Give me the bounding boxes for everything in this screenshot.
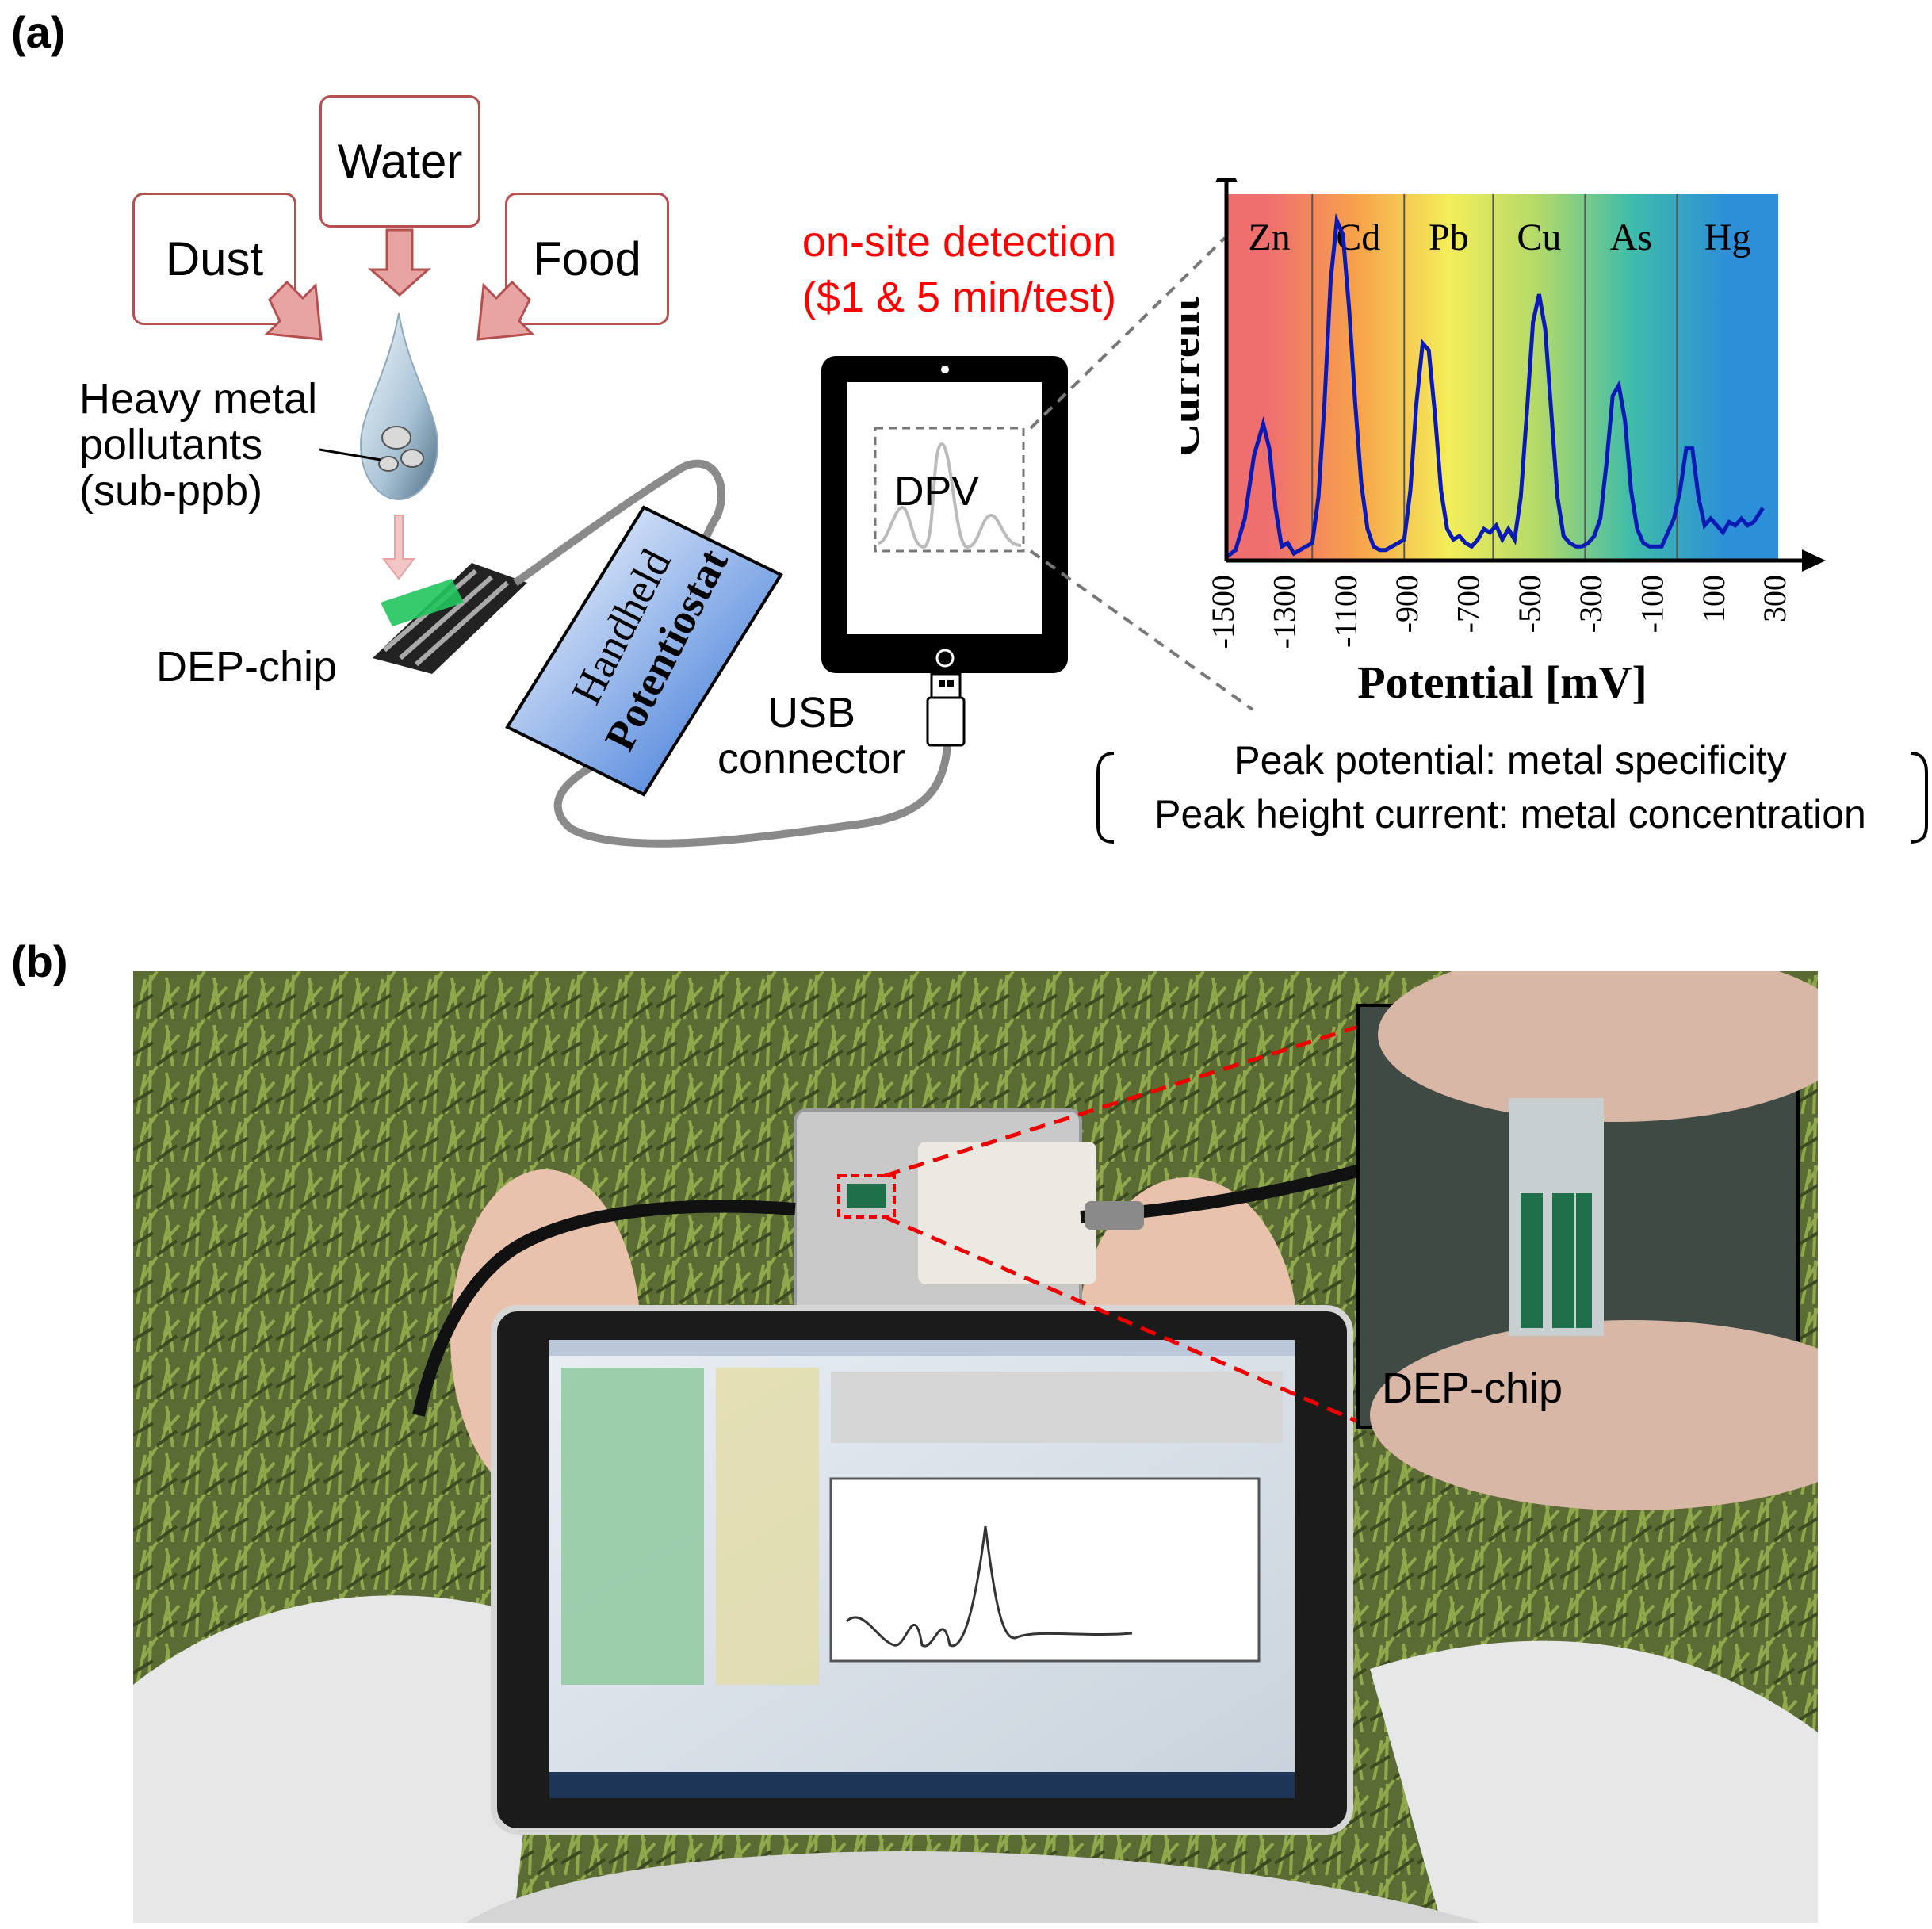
usb-line-1: USB <box>767 689 856 737</box>
device-cover <box>918 1142 1096 1284</box>
detection-line-1: on-site detection <box>801 218 1117 266</box>
field-photo: DEP-chip <box>133 971 1818 1923</box>
app-plot <box>829 1477 1261 1663</box>
x-tick-label: -1300 <box>1267 575 1303 649</box>
field-photo-drawing <box>133 971 1818 1923</box>
x-tick-label: -1100 <box>1328 575 1364 648</box>
chip-in-slot <box>847 1184 886 1208</box>
region-label-as: As <box>1610 216 1652 258</box>
x-tick-label: -100 <box>1635 575 1670 633</box>
source-dust-label: Dust <box>165 232 264 285</box>
tablet-device <box>821 356 1068 673</box>
cable-connector <box>1085 1201 1144 1230</box>
detection-line-2: ($1 & 5 min/test) <box>801 274 1117 321</box>
y-axis-arrow-icon <box>1215 178 1238 182</box>
x-tick-label: -900 <box>1389 575 1425 633</box>
taskbar <box>549 1772 1295 1798</box>
x-tick-label: -700 <box>1451 575 1486 633</box>
region-label-cu: Cu <box>1517 216 1561 258</box>
zoom-line-top <box>1029 236 1226 430</box>
pollutant-line-2: pollutants <box>79 421 263 469</box>
x-tick-label: -500 <box>1512 575 1548 633</box>
source-dust-box: Dust <box>132 193 296 325</box>
brace-right <box>1910 752 1928 844</box>
detection-label: on-site detection ($1 & 5 min/test) <box>761 214 1157 325</box>
usb-plug-icon <box>926 672 966 747</box>
x-tick-label: 300 <box>1757 575 1792 622</box>
dep-chip-icon <box>373 563 527 674</box>
arrow-dust-icon <box>264 280 323 341</box>
usb-line-2: connector <box>717 735 906 783</box>
source-food-box: Food <box>505 193 669 325</box>
x-axis-arrow-icon <box>1802 549 1826 572</box>
pollutant-line-3: (sub-ppb) <box>79 467 263 515</box>
camera-icon <box>941 366 949 373</box>
coat-right <box>1370 1640 1818 1923</box>
plot-background <box>1226 194 1778 561</box>
region-label-pb: Pb <box>1429 216 1469 258</box>
usb-label: USB connector <box>717 690 905 782</box>
coat-left <box>133 1595 545 1923</box>
pollutant-label: Heavy metal pollutants (sub-ppb) <box>79 376 317 514</box>
x-tick-label: 100 <box>1696 575 1731 622</box>
app-plot-curve <box>845 1525 1133 1648</box>
panel-b-label: (b) <box>11 936 68 986</box>
x-tick-label: -300 <box>1573 575 1609 633</box>
panel-a-label: (a) <box>11 7 66 57</box>
screen-dpv-label: DPV <box>894 469 979 515</box>
arrow-down-icon <box>381 515 416 580</box>
source-food-label: Food <box>533 232 641 285</box>
arrow-water-icon <box>368 228 431 297</box>
region-label-hg: Hg <box>1704 216 1751 258</box>
water-drop-icon <box>319 312 439 501</box>
source-water-label: Water <box>337 135 463 188</box>
interpretation-note: Peak potential: metal specificity Peak h… <box>1106 733 1915 841</box>
zoom-line-bottom <box>1029 549 1254 711</box>
brace-left <box>1096 752 1115 844</box>
arrow-food-icon <box>476 280 535 341</box>
inset-chip-label: DEP-chip <box>1382 1364 1563 1412</box>
dpv-curve-series <box>1225 212 1765 559</box>
potentiostat-device <box>505 505 783 797</box>
x-axis-title: Potential [mV] <box>1357 656 1647 708</box>
note-line-2: Peak height current: metal concentration <box>1154 792 1866 836</box>
note-line-1: Peak potential: metal specificity <box>1234 738 1787 783</box>
coat-lap <box>466 1851 1481 1923</box>
home-button-icon <box>935 649 955 668</box>
chip-label: DEP-chip <box>156 643 338 691</box>
inset-finger-bottom <box>1370 1320 1818 1510</box>
source-water-box: Water <box>319 95 480 228</box>
app-toolbar <box>831 1372 1283 1443</box>
y-axis-title: Current <box>1181 296 1209 457</box>
region-label-zn: Zn <box>1248 216 1290 258</box>
inset-finger-top <box>1378 971 1818 1122</box>
diagram-graphics <box>264 228 1928 848</box>
app-left-panel <box>561 1368 704 1685</box>
app-side-panel <box>716 1368 819 1685</box>
pollutant-line-1: Heavy metal <box>79 375 318 423</box>
x-tick-label: -1500 <box>1205 575 1241 649</box>
chip-highlight-box <box>837 1174 896 1219</box>
